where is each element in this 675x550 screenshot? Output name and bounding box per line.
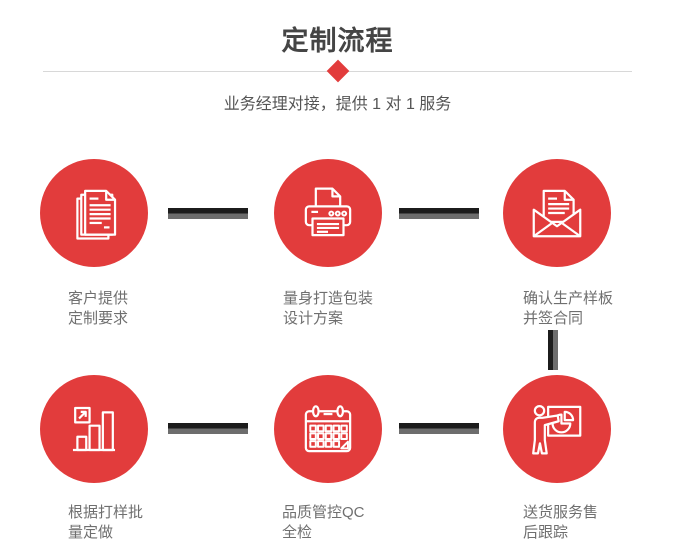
step-circle-5 xyxy=(274,375,382,483)
connector-line-2 xyxy=(399,208,479,219)
connector-line-vertical xyxy=(548,330,558,370)
connector-line-3 xyxy=(168,423,248,434)
bar-chart-icon xyxy=(72,406,116,452)
step-circle-1 xyxy=(40,159,148,267)
page-title: 定制流程 xyxy=(281,26,394,56)
connector-line-4 xyxy=(399,423,479,434)
step-label-6: 送货服务售 后跟踪 xyxy=(523,504,599,541)
envelope-icon xyxy=(532,189,582,238)
step-label-5: 品质管控QC 全检 xyxy=(282,504,365,541)
step-label-2: 量身打造包装 设计方案 xyxy=(283,290,374,327)
step-circle-2 xyxy=(274,159,382,267)
step-label-3: 确认生产样板 并签合同 xyxy=(523,290,614,327)
diamond-icon xyxy=(326,59,350,83)
step-circle-6 xyxy=(503,375,611,483)
step-label-1: 客户提供 定制要求 xyxy=(68,290,129,327)
step-label-4: 根据打样批 量定做 xyxy=(68,504,144,541)
step-circle-4 xyxy=(40,375,148,483)
printer-icon xyxy=(304,187,352,237)
presentation-icon xyxy=(532,404,582,455)
page-subtitle: 业务经理对接，提供 1 对 1 服务 xyxy=(223,96,452,113)
connector-line-1 xyxy=(168,208,248,219)
calendar-icon xyxy=(304,405,352,453)
documents-icon xyxy=(76,189,117,240)
step-circle-3 xyxy=(503,159,611,267)
